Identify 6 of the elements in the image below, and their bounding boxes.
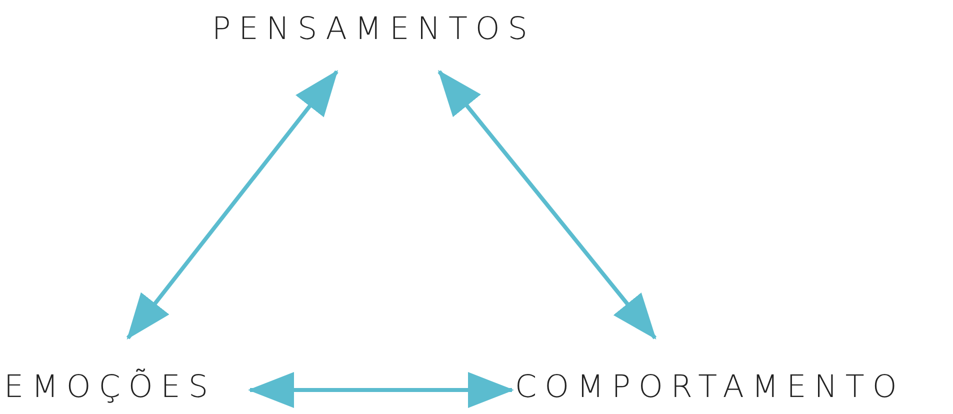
double-arrow [438, 70, 657, 340]
concept-label: PENSAMENTOS [212, 10, 536, 70]
double-arrow [248, 372, 514, 408]
concept-label: COMPORTAMENTO [515, 338, 905, 406]
concept-label: EMOÇÕES [4, 338, 216, 406]
double-arrow [126, 70, 338, 340]
